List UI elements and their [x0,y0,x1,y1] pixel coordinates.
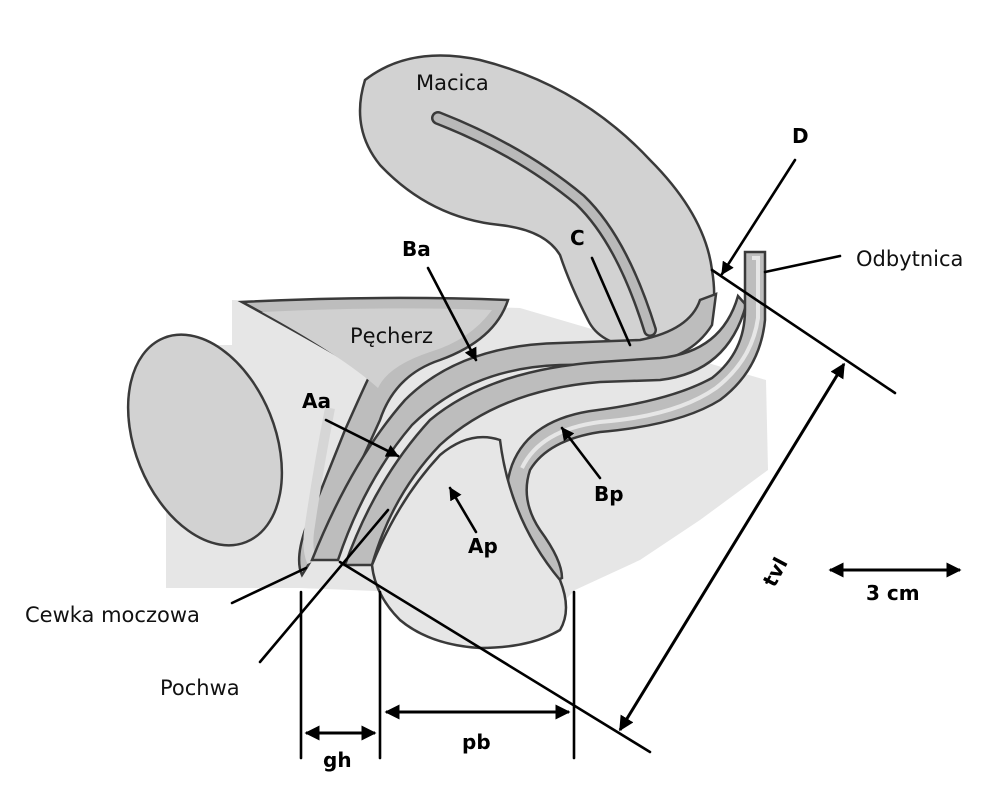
point-d-label: D [792,124,809,148]
urethra [303,407,335,564]
pb-label: pb [462,730,491,754]
uterine-cavity-inner [433,113,655,335]
pubic-bone [126,333,284,547]
point-c-pointer [590,256,632,347]
point-ba-label: Ba [402,237,431,261]
scale-bar-label: 3 cm [866,581,920,605]
point-bp-arrow [560,426,602,480]
urethra-label: Cewka moczowa [25,603,200,627]
point-bp-label: Bp [594,482,624,506]
point-aa-label: Aa [302,389,331,413]
point-ap-arrow [448,486,478,534]
hymen-reference-line [338,560,652,754]
tvl-label: tvl [758,553,793,590]
gh-label: gh [323,748,352,772]
rectum-leader-line [763,254,842,274]
bladder-label: Pęcherz [350,324,433,348]
point-c-label: C [570,226,585,250]
point-ap-label: Ap [468,534,498,558]
urethra-leader-line [230,566,308,605]
perineal-body [370,435,568,650]
uterus-label: Macica [416,71,489,95]
vagina-label: Pochwa [160,676,240,700]
point-aa-arrow [324,418,400,458]
rectum-label: Odbytnica [856,247,963,271]
tvl-dimension-arrow [618,362,846,732]
tvl-top-reference [710,268,897,395]
point-d-arrow [720,158,797,276]
point-ba-arrow [426,266,478,362]
bladder-lumen [262,308,492,388]
vagina-leader-line [258,508,390,664]
